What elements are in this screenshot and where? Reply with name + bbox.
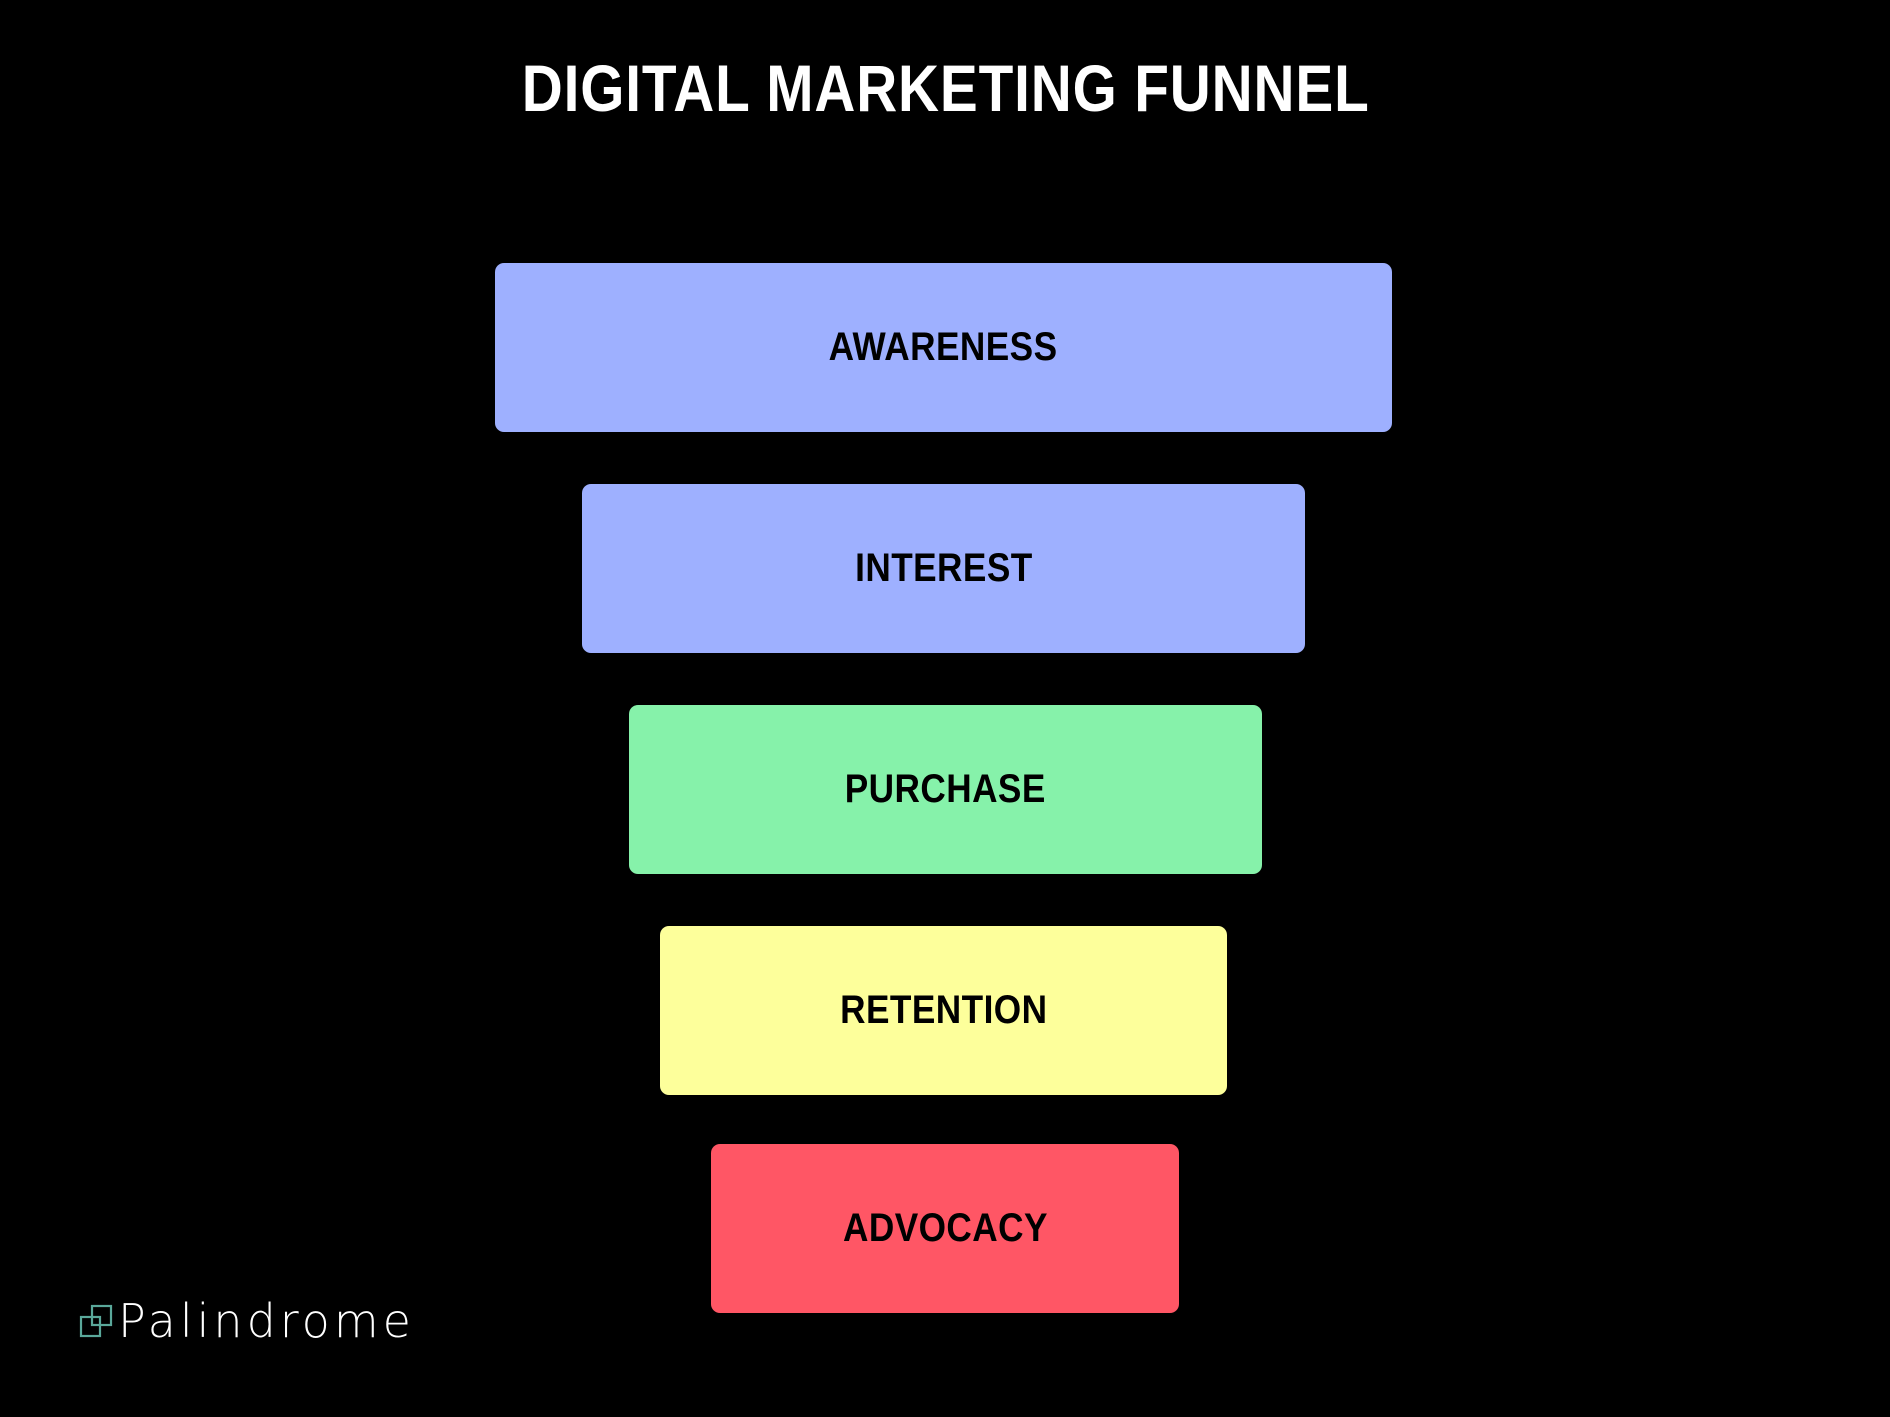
funnel-stage-awareness: AWARENESS	[495, 263, 1392, 432]
brand-logo: Palindrome	[78, 1296, 415, 1346]
funnel-stage-label: RETENTION	[839, 988, 1048, 1032]
funnel-stage-purchase: PURCHASE	[629, 705, 1262, 874]
diagram-title: DIGITAL MARKETING FUNNEL	[521, 51, 1370, 125]
funnel-stage-label: PURCHASE	[844, 767, 1047, 811]
funnel-stage-label: INTEREST	[854, 546, 1033, 590]
brand-name: Palindrome	[118, 1294, 415, 1348]
funnel-stage-label: ADVOCACY	[842, 1206, 1048, 1250]
funnel-stage-retention: RETENTION	[660, 926, 1227, 1095]
funnel-stage-label: AWARENESS	[829, 325, 1058, 369]
funnel-stage-advocacy: ADVOCACY	[711, 1144, 1179, 1313]
overlapping-squares-icon	[79, 1304, 113, 1338]
funnel-stage-interest: INTEREST	[582, 484, 1305, 653]
